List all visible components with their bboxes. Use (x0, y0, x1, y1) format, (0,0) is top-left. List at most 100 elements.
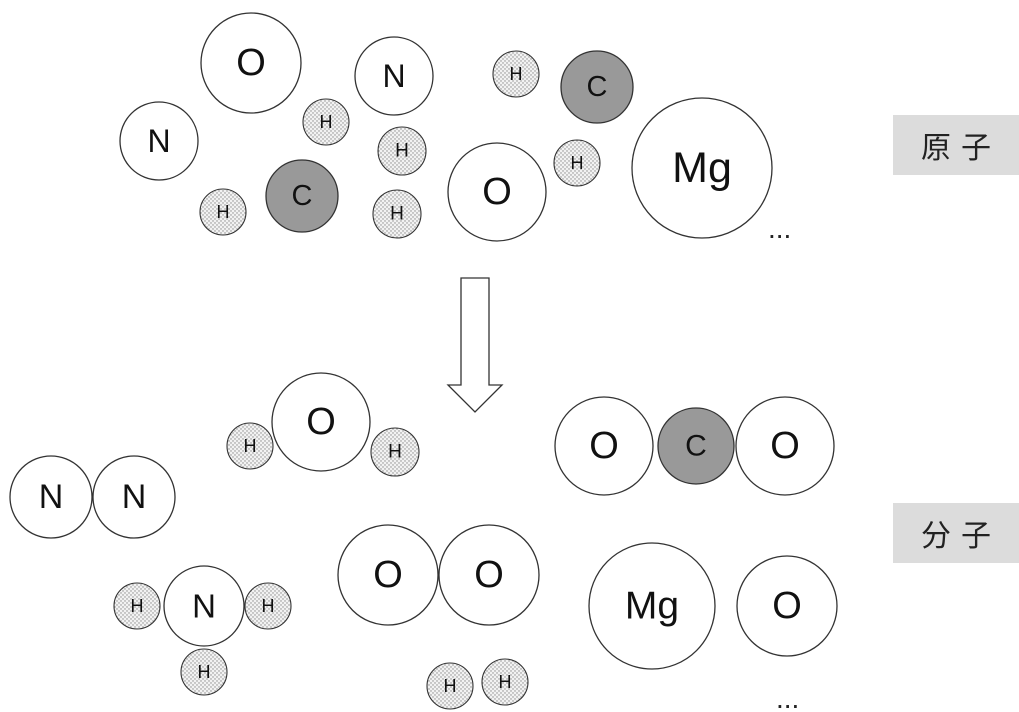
molecule-hydrogen-atom-2: H (481, 658, 529, 706)
down-arrow-icon (446, 277, 504, 413)
atom-h-2-circle (377, 126, 427, 176)
molecule-oxygen-atom-2-symbol: O (474, 554, 504, 596)
molecule-oxygen-atom-1-circle (337, 524, 439, 626)
molecule-ammonia-atom-4: H (180, 648, 228, 696)
atom-h-4-symbol: H (571, 153, 584, 173)
atom-h-6-symbol: H (390, 204, 404, 225)
molecule-ammonia-atom-1-symbol: H (131, 596, 144, 616)
molecule-nitrogen-atom-1-symbol: N (39, 478, 64, 516)
atom-o-1-circle (200, 12, 302, 114)
atom-h-6: H (372, 189, 422, 239)
molecule-hydrogen-atom-2-symbol: H (499, 672, 512, 692)
molecule-water-atom-1-symbol: H (244, 436, 257, 456)
atom-o-2-symbol: O (482, 171, 512, 213)
molecules-label: 分子 (893, 503, 1019, 563)
molecule-magnesium-oxide: Mg O (588, 542, 838, 670)
atom-h-5: H (199, 188, 247, 236)
molecule-nitrogen-atom-2: N (92, 455, 176, 539)
molecule-water-atom-1-circle (226, 422, 274, 470)
atom-o-1: O (200, 12, 302, 114)
molecule-magnesium-oxide-atom-2-symbol: O (772, 585, 802, 627)
molecule-ammonia-atom-4-circle (180, 648, 228, 696)
molecule-hydrogen-atom-1-circle (426, 662, 474, 710)
molecule-nitrogen-atom-1: N (9, 455, 93, 539)
atoms-label: 原子 (893, 115, 1019, 175)
molecule-oxygen-atom-2: O (438, 524, 540, 626)
atom-h-3-symbol: H (510, 64, 523, 84)
atom-n-1-symbol: N (382, 58, 405, 94)
molecule-magnesium-oxide-atom-1: Mg (588, 542, 716, 670)
molecule-nitrogen-atom-2-circle (92, 455, 176, 539)
atom-o-2: O (447, 142, 547, 242)
molecule-hydrogen-atom-2-circle (481, 658, 529, 706)
molecule-ammonia-atom-3-symbol: H (262, 596, 275, 616)
molecule-ammonia-atom-2-circle (163, 565, 245, 647)
atom-c-2-circle (265, 159, 339, 233)
molecule-oxygen-atom-1-symbol: O (373, 554, 403, 596)
atom-h-3-circle (492, 50, 540, 98)
molecule-oxygen-atom-1: O (337, 524, 439, 626)
atom-mg-1-circle (631, 97, 773, 239)
molecule-hydrogen-atom-1-symbol: H (444, 676, 457, 696)
molecule-carbon-dioxide-atom-2-circle (657, 407, 735, 485)
molecule-water-atom-1: H (226, 422, 274, 470)
molecule-ammonia-atom-4-symbol: H (198, 662, 211, 682)
atom-h-5-circle (199, 188, 247, 236)
molecule-oxygen-atom-2-circle (438, 524, 540, 626)
atom-c-1-symbol: C (587, 71, 608, 103)
molecule-carbon-dioxide-atom-3-circle (735, 396, 835, 496)
molecule-ammonia: H N H H (113, 565, 292, 696)
molecules-ellipsis: ... (776, 683, 799, 712)
molecule-ammonia-atom-2: N (163, 565, 245, 647)
molecule-carbon-dioxide-atom-1: O (554, 396, 654, 496)
atom-c-2-symbol: C (292, 180, 313, 212)
molecule-water-atom-2: O (271, 372, 371, 472)
atom-c-1: C (560, 50, 634, 124)
atom-mg-1: Mg (631, 97, 773, 239)
atom-h-2-symbol: H (395, 141, 409, 162)
molecule-ammonia-atom-3: H (244, 582, 292, 630)
molecule-carbon-dioxide-atom-1-circle (554, 396, 654, 496)
molecule-carbon-dioxide-atom-2-symbol: C (685, 430, 707, 463)
molecule-magnesium-oxide-atom-2-circle (736, 555, 838, 657)
atom-n-1: N (354, 36, 434, 116)
molecule-ammonia-atom-1-circle (113, 582, 161, 630)
molecule-magnesium-oxide-atom-2: O (736, 555, 838, 657)
atom-h-1: H (302, 98, 350, 146)
molecule-magnesium-oxide-atom-1-symbol: Mg (625, 585, 679, 628)
atom-o-1-symbol: O (236, 42, 266, 84)
molecule-magnesium-oxide-atom-1-circle (588, 542, 716, 670)
atoms-ellipsis: ... (768, 213, 791, 244)
atom-c-1-circle (560, 50, 634, 124)
molecule-water-atom-3-circle (370, 427, 420, 477)
molecule-water-atom-3: H (370, 427, 420, 477)
atom-c-2: C (265, 159, 339, 233)
molecule-nitrogen-atom-2-symbol: N (122, 478, 147, 516)
molecule-carbon-dioxide-atom-2: C (657, 407, 735, 485)
atom-h-4: H (553, 139, 601, 187)
molecule-ammonia-atom-1: H (113, 582, 161, 630)
molecule-ammonia-atom-3-circle (244, 582, 292, 630)
atom-o-2-circle (447, 142, 547, 242)
molecule-hydrogen-atom-1: H (426, 662, 474, 710)
molecule-carbon-dioxide-atom-3-symbol: O (770, 425, 800, 467)
atom-n-2: N (119, 101, 199, 181)
molecule-ammonia-atom-2-symbol: N (192, 588, 216, 625)
atom-h-3: H (492, 50, 540, 98)
molecule-water: HOH (226, 372, 420, 477)
atom-h-1-circle (302, 98, 350, 146)
atom-n-2-symbol: N (147, 123, 170, 159)
atom-n-2-circle (119, 101, 199, 181)
molecule-water-atom-3-symbol: H (388, 442, 402, 463)
atom-h-2: H (377, 126, 427, 176)
atom-h-5-symbol: H (217, 202, 230, 222)
molecule-carbon-dioxide-atom-3: O (735, 396, 835, 496)
atom-mg-1-symbol: Mg (672, 144, 732, 192)
